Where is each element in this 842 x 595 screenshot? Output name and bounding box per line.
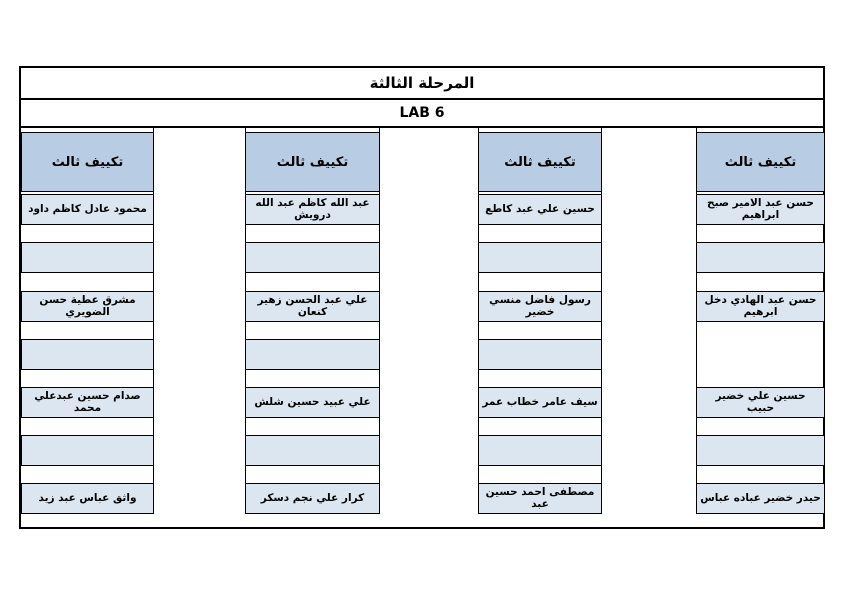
student-name-cell: كرار علي نجم دسكر bbox=[245, 483, 380, 514]
student-name-cell: حسن عبد الهادي دخل ابرهيم bbox=[696, 291, 825, 322]
student-name-cell: علي عبيد حسين شلش bbox=[245, 387, 380, 418]
student-name-cell: واثق عباس عبد زيد bbox=[21, 483, 154, 514]
empty-cell bbox=[245, 242, 380, 273]
student-column-2: تكييف ثالث عبد الله كاظم عبد الله درويش ع… bbox=[245, 128, 380, 527]
empty-cell bbox=[21, 339, 154, 370]
student-name-cell: مشرق عطية حسن الضويري bbox=[21, 291, 154, 322]
empty-cell bbox=[245, 339, 380, 370]
lab-title: LAB 6 bbox=[399, 105, 445, 121]
empty-cell bbox=[478, 435, 602, 466]
student-name-cell: صدام حسين عبدعلي محمد bbox=[21, 387, 154, 418]
empty-cell bbox=[478, 242, 602, 273]
empty-cell bbox=[21, 242, 154, 273]
column-header: تكييف ثالث bbox=[478, 132, 602, 192]
student-name-cell: حسن عبد الامير صبح ابراهيم bbox=[696, 194, 825, 225]
stage-title-row: المرحلة الثالثة bbox=[21, 68, 823, 100]
columns-area: تكييف ثالث محمود عادل كاظم داود مشرق عطية… bbox=[21, 128, 825, 527]
student-name-cell: محمود عادل كاظم داود bbox=[21, 194, 154, 225]
student-name-cell: حسين علي عبد كاطع bbox=[478, 194, 602, 225]
student-name-cell: رسول فاضل منسي خضير bbox=[478, 291, 602, 322]
empty-cell bbox=[245, 435, 380, 466]
column-header: تكييف ثالث bbox=[245, 132, 380, 192]
lab-title-row: LAB 6 bbox=[21, 100, 823, 128]
column-header: تكييف ثالث bbox=[21, 132, 154, 192]
student-name-cell: حسين علي خضير حبيب bbox=[696, 387, 825, 418]
student-name-cell: سيف عامر خطاب عمر bbox=[478, 387, 602, 418]
empty-cell bbox=[696, 242, 825, 273]
student-column-3: تكييف ثالث حسين علي عبد كاطع رسول فاضل من… bbox=[478, 128, 602, 527]
student-name-cell: حيدر خضير عباده عباس bbox=[696, 483, 825, 514]
empty-cell bbox=[478, 339, 602, 370]
student-name-cell: عبد الله كاظم عبد الله درويش bbox=[245, 194, 380, 225]
empty-cell bbox=[696, 435, 825, 466]
student-column-1: تكييف ثالث محمود عادل كاظم داود مشرق عطية… bbox=[21, 128, 154, 527]
stage-title: المرحلة الثالثة bbox=[369, 74, 475, 92]
column-header: تكييف ثالث bbox=[696, 132, 825, 192]
empty-cell bbox=[21, 435, 154, 466]
student-name-cell: مصطفى احمد حسين عبد bbox=[478, 483, 602, 514]
student-name-cell: علي عبد الحسن زهير كنعان bbox=[245, 291, 380, 322]
schedule-table: المرحلة الثالثة LAB 6 تكييف ثالث محمود ع… bbox=[19, 66, 825, 529]
student-column-4: تكييف ثالث حسن عبد الامير صبح ابراهيم حسن… bbox=[696, 128, 825, 527]
